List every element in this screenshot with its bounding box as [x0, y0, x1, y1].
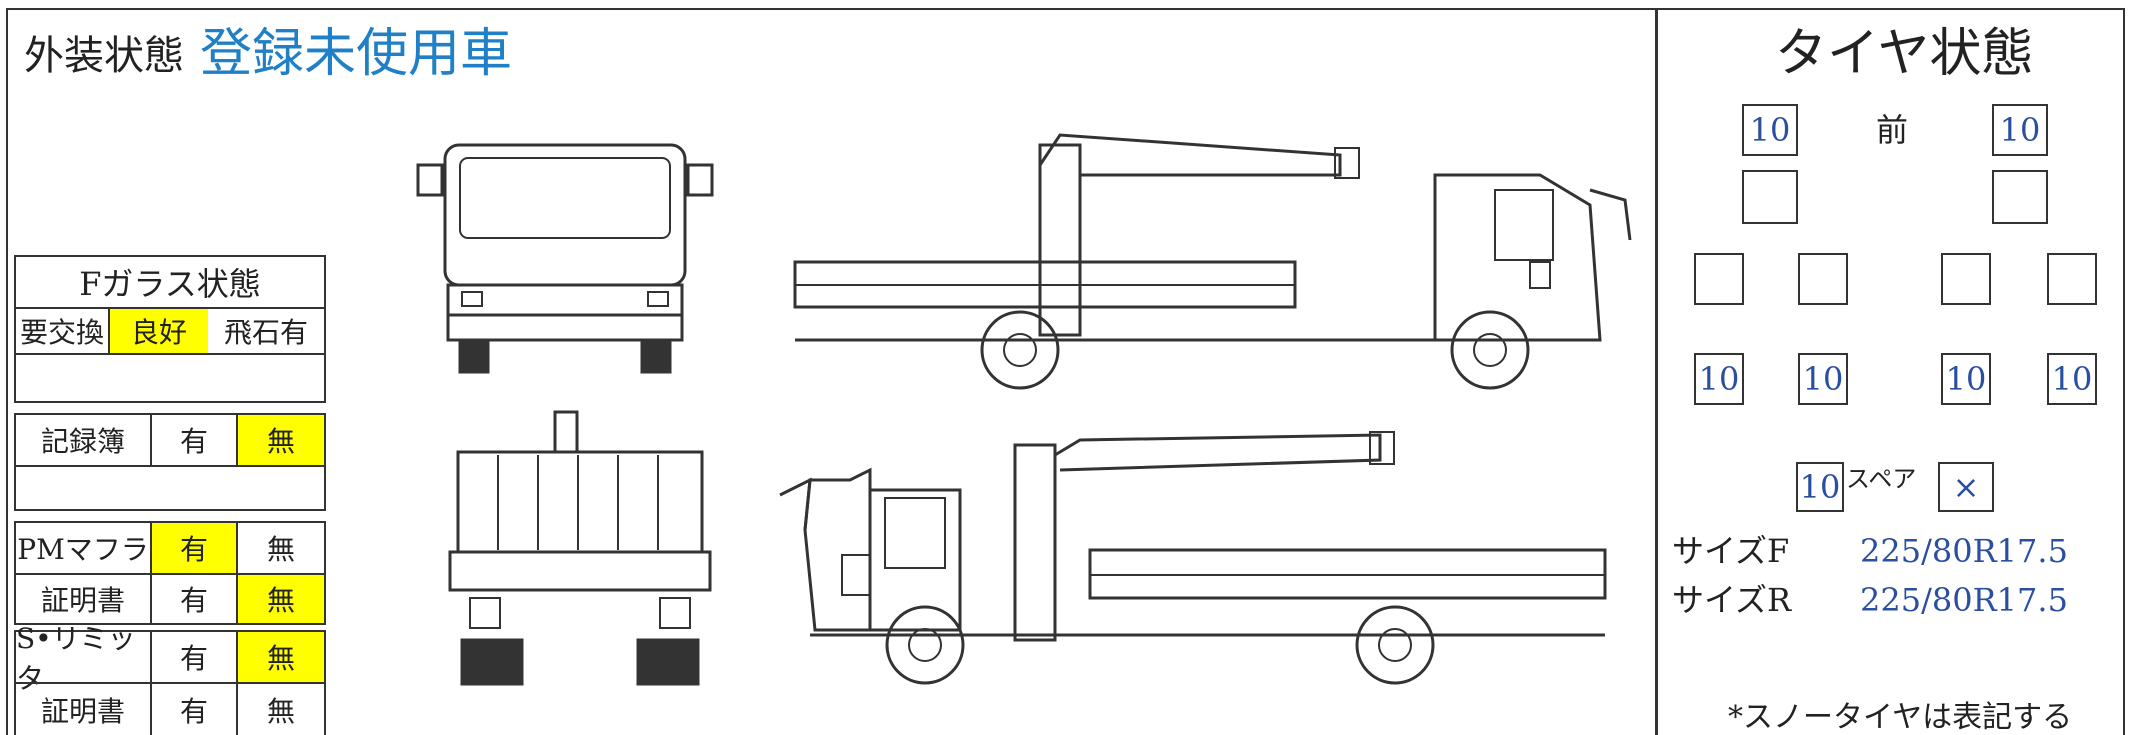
tire-rear-box-4 — [2047, 253, 2097, 305]
exterior-condition-label: 外装状態 — [24, 33, 184, 79]
pm-certificate-yes: 有 — [150, 573, 236, 623]
snow-tire-note: *スノータイヤは表記する — [1728, 700, 2073, 735]
pm-muffler-table: PMマフラ 有 無 証明書 有 無 — [14, 521, 326, 625]
record-book-no: 無 — [236, 415, 324, 465]
truck-side-view-right — [793, 133, 1632, 390]
sheet-frame — [6, 8, 2125, 735]
tire-front-right-value: 10 — [1992, 104, 2048, 156]
speed-limiter-yes: 有 — [150, 632, 236, 682]
spare-mark: × — [1938, 462, 1994, 512]
truck-front-view — [416, 143, 714, 374]
size-rear-value: 225/80R17.5 — [1860, 581, 2068, 619]
tire-front-left-box — [1742, 170, 1798, 224]
spare-label: スペア — [1846, 465, 1917, 493]
truck-side-view-left — [779, 431, 1607, 685]
tire-rear-box-1 — [1694, 253, 1744, 305]
pm-muffler-label: PMマフラ — [17, 533, 149, 566]
glass-option-replace: 要交換 — [16, 307, 108, 353]
record-book-label: 記録簿 — [40, 425, 125, 458]
pm-muffler-yes: 有 — [150, 523, 236, 573]
section-divider — [1655, 8, 1658, 735]
front-glass-title: Fガラス状態 — [79, 265, 261, 303]
glass-option-chip: 飛石有 — [208, 307, 324, 353]
tire-rear-box-3 — [1941, 253, 1991, 305]
size-front-value: 225/80R17.5 — [1860, 532, 2068, 570]
pm-certificate-label: 証明書 — [16, 573, 150, 623]
speed-limiter-no: 無 — [236, 632, 324, 682]
record-book-notes — [16, 465, 324, 509]
limiter-certificate-no: 無 — [236, 682, 324, 735]
spare-tire-value: 10 — [1796, 462, 1844, 512]
tire-rear-value-2: 10 — [1798, 353, 1848, 405]
tire-rear-value-1: 10 — [1694, 353, 1744, 405]
glass-option-good: 良好 — [108, 307, 208, 353]
tire-rear-value-3: 10 — [1941, 353, 1991, 405]
truck-rear-view — [448, 410, 712, 686]
tire-front-left-value: 10 — [1742, 104, 1798, 156]
record-book-table: 記録簿 有 無 — [14, 413, 326, 511]
limiter-certificate-yes: 有 — [150, 682, 236, 735]
pm-muffler-no: 無 — [236, 523, 324, 573]
limiter-certificate-label: 証明書 — [16, 682, 150, 735]
record-book-yes: 有 — [150, 415, 236, 465]
glass-notes — [16, 353, 324, 401]
pm-certificate-no: 無 — [236, 573, 324, 623]
size-rear-label: サイズR — [1672, 581, 1792, 619]
truck-diagram — [416, 133, 1632, 686]
front-label: 前 — [1876, 111, 1909, 149]
exterior-condition-value: 登録未使用車 — [200, 24, 513, 84]
tire-status-title: タイヤ状態 — [1775, 24, 2034, 84]
speed-limiter-label: S•リミッタ — [16, 622, 136, 695]
size-front-label: サイズF — [1672, 532, 1790, 570]
speed-limiter-table: S•リミッタ 有 無 証明書 有 無 — [14, 622, 326, 735]
tire-rear-value-4: 10 — [2047, 353, 2097, 405]
front-glass-table: Fガラス状態 要交換 良好 飛石有 — [14, 255, 326, 403]
tire-front-right-box — [1992, 170, 2048, 224]
tire-rear-box-2 — [1798, 253, 1848, 305]
